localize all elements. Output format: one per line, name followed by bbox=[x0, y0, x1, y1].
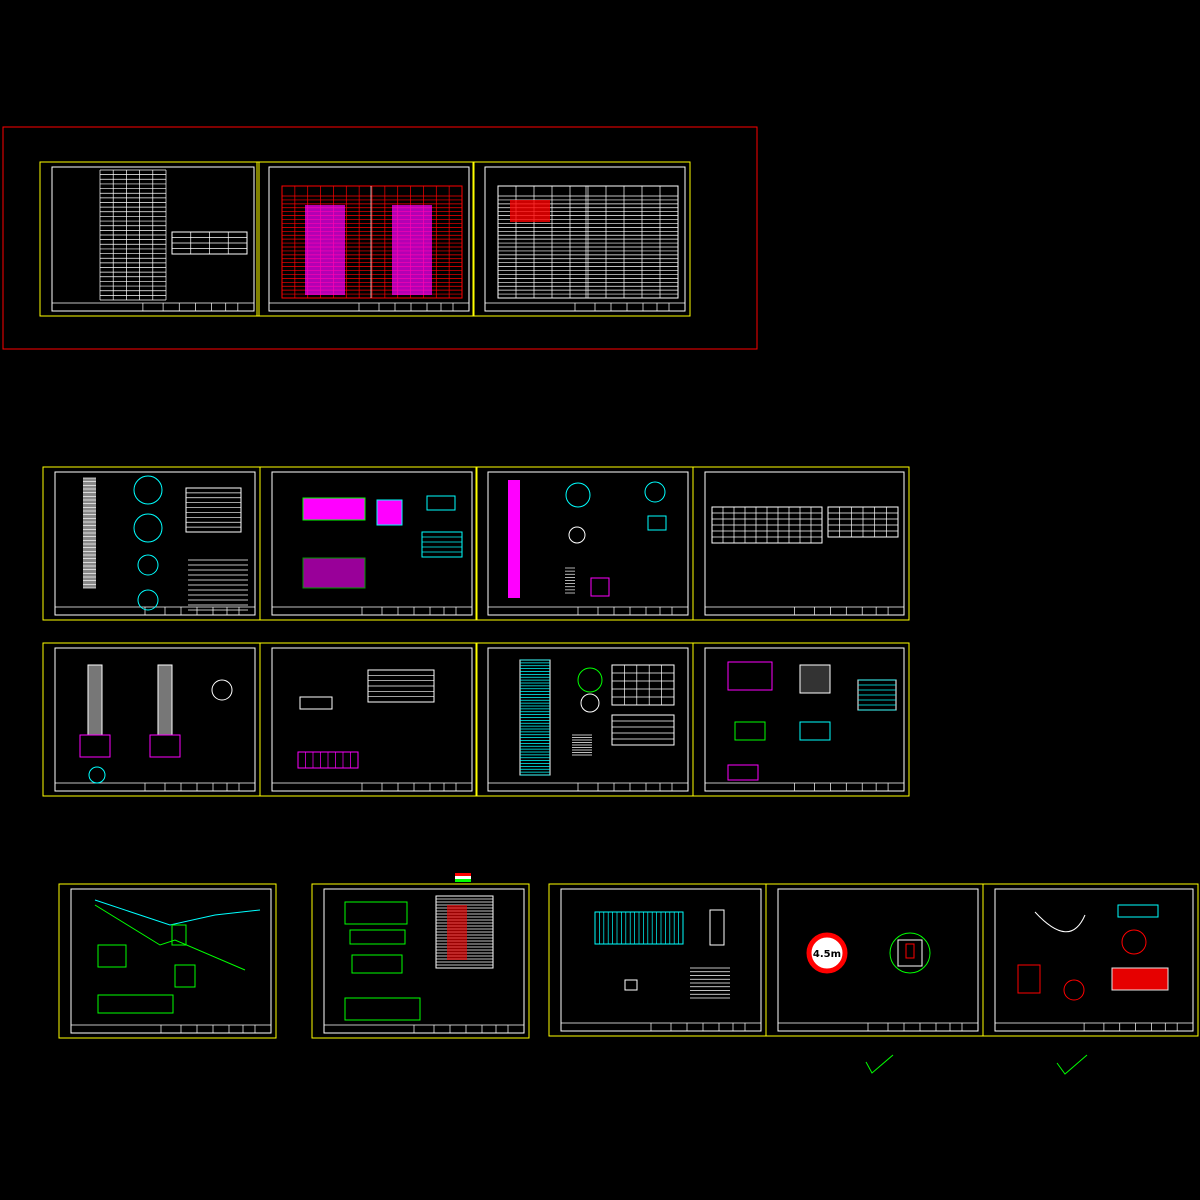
sheet-pier-column-rebar[interactable] bbox=[42, 466, 261, 621]
flag-marker bbox=[455, 873, 471, 882]
sheet-slope-profile[interactable] bbox=[58, 883, 277, 1039]
sheet-detail-sheet[interactable] bbox=[259, 642, 478, 797]
sheet-girder-detail[interactable] bbox=[311, 883, 530, 1039]
sheet-material-table[interactable] bbox=[692, 466, 910, 621]
height-limit-sign-text: 4.5m bbox=[813, 949, 841, 960]
sheet-abutment-detail[interactable] bbox=[692, 642, 910, 797]
sheet-pile-rebar[interactable] bbox=[475, 466, 694, 621]
sheet-height-limit-sign[interactable] bbox=[765, 883, 984, 1037]
checkmark-icon bbox=[1056, 1054, 1088, 1075]
sheet-index-table[interactable] bbox=[39, 161, 260, 317]
sheet-quantity-table-2[interactable] bbox=[472, 161, 691, 317]
sheet-pier-elevation[interactable] bbox=[42, 642, 261, 797]
sheet-pile-cage[interactable] bbox=[475, 642, 694, 797]
checkmark-icon bbox=[865, 1054, 894, 1074]
sheet-cap-beam-plan[interactable] bbox=[259, 466, 478, 621]
sheet-quantity-table-1[interactable] bbox=[256, 161, 475, 317]
sheets-layer bbox=[39, 161, 1199, 1039]
sheet-section-detail[interactable] bbox=[982, 883, 1199, 1037]
table-group-box[interactable] bbox=[2, 126, 758, 350]
